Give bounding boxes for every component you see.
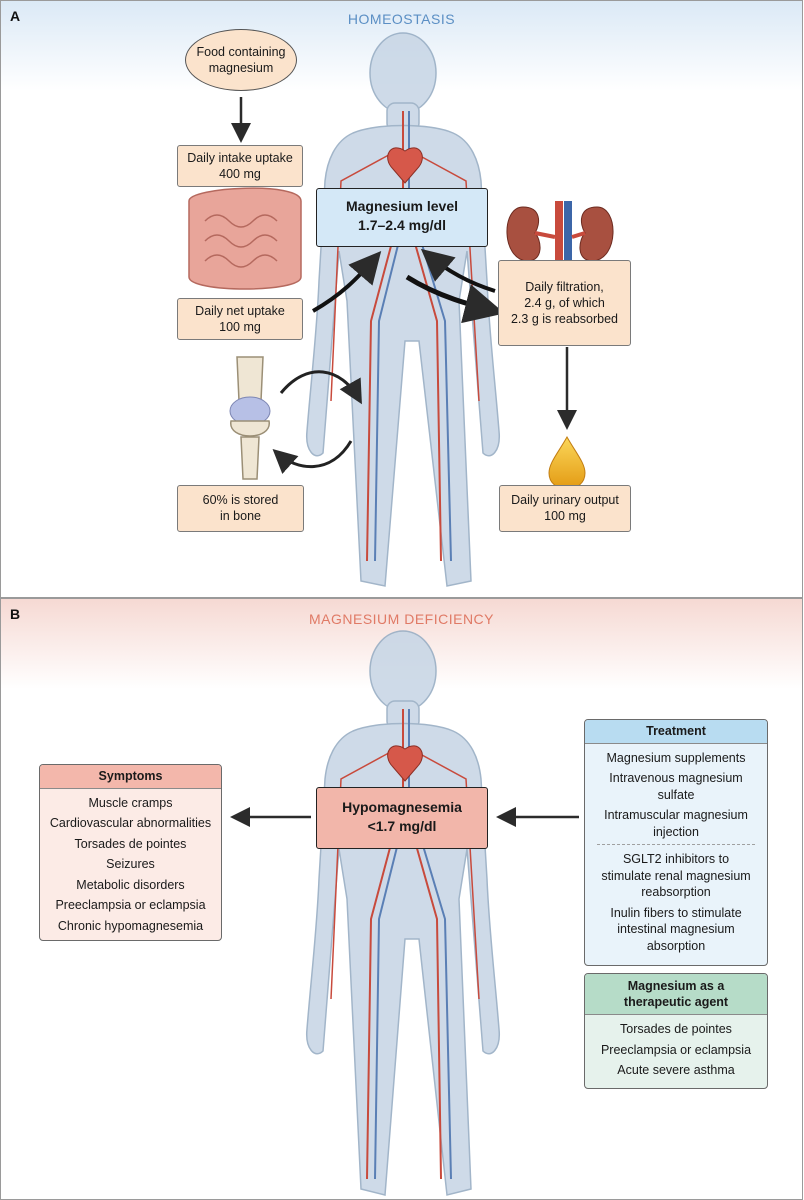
symptoms-list: Muscle cramps Cardiovascular abnormaliti…	[40, 789, 221, 935]
hypomagnesemia-box: Hypomagnesemia <1.7 mg/dl	[316, 787, 488, 849]
list-item: Preeclampsia or eclampsia	[600, 1042, 752, 1057]
list-item: Seizures	[106, 857, 155, 871]
list-item: Preeclampsia or eclampsia	[55, 898, 206, 912]
panel-magnesium-deficiency: B MAGNESIUM DEFICIENCY Hypomagnesemia <1…	[0, 598, 803, 1200]
list-item: Intramuscular magnesium injection	[604, 808, 748, 839]
arrow-blood-to-bone	[272, 440, 353, 474]
urine-output-box: Daily urinary output 100 mg	[499, 485, 631, 532]
bone-storage-box: 60% is stored in bone	[177, 485, 304, 532]
heart-icon	[387, 147, 423, 184]
heart-icon	[387, 745, 423, 782]
urine-drop-icon	[548, 435, 586, 490]
symptoms-header: Symptoms	[40, 765, 221, 789]
magnesium-level-box: Magnesium level 1.7–2.4 mg/dl	[316, 188, 488, 247]
symptoms-card: Symptoms Muscle cramps Cardiovascular ab…	[39, 764, 222, 941]
arrow-bone-to-blood	[279, 370, 362, 405]
list-item: SGLT2 inhibitors to stimulate renal magn…	[601, 852, 751, 899]
list-item: Cardiovascular abnormalities	[49, 816, 212, 830]
panel-a-artwork	[188, 32, 614, 587]
list-item: Inulin fibers to stimulate intestinal ma…	[610, 905, 742, 953]
knee-bone-icon	[229, 356, 271, 480]
therapeutic-agent-list: Torsades de pointes Preeclampsia or ecla…	[585, 1015, 767, 1079]
arrow-kidney-to-level	[420, 248, 496, 293]
blood-vessels	[330, 709, 480, 1180]
therapeutic-agent-header: Magnesium as a therapeutic agent	[585, 974, 767, 1015]
arrow-net-to-level	[312, 250, 382, 313]
kidneys-icon	[506, 201, 614, 279]
panel-a-letter: A	[10, 8, 21, 24]
treatment-list-secondary: SGLT2 inhibitors to stimulate renal magn…	[585, 851, 767, 954]
panel-homeostasis: A HOMEOSTASIS Food containing magnesium …	[0, 0, 803, 598]
filtration-box: Daily filtration, 2.4 g, of which 2.3 g …	[498, 260, 631, 346]
panel-a-title: HOMEOSTASIS	[347, 11, 456, 27]
list-item: Muscle cramps	[88, 795, 173, 810]
treatment-divider	[597, 844, 755, 845]
list-item: Metabolic disorders	[76, 877, 185, 892]
panel-b-letter: B	[10, 606, 21, 622]
therapeutic-agent-card: Magnesium as a therapeutic agent Torsade…	[584, 973, 768, 1089]
treatment-list: Magnesium supplements Intravenous magnes…	[585, 744, 767, 841]
treatment-header: Treatment	[585, 720, 767, 744]
panel-b-title: MAGNESIUM DEFICIENCY	[308, 611, 494, 627]
list-item: Chronic hypomagnesemia	[57, 918, 204, 933]
food-oval: Food containing magnesium	[185, 29, 297, 91]
arrow-level-to-kidney	[405, 274, 505, 324]
treatment-card: Treatment Magnesium supplements Intraven…	[584, 719, 768, 966]
intestine-icon	[188, 187, 302, 290]
list-item: Torsades de pointes	[74, 836, 187, 851]
list-item: Intravenous magnesium sulfate	[609, 771, 743, 802]
list-item: Acute severe asthma	[617, 1063, 735, 1077]
net-uptake-box: Daily net uptake 100 mg	[177, 298, 303, 340]
list-item: Torsades de pointes	[620, 1022, 732, 1036]
intake-box: Daily intake uptake 400 mg	[177, 145, 303, 187]
list-item: Magnesium supplements	[606, 750, 746, 765]
